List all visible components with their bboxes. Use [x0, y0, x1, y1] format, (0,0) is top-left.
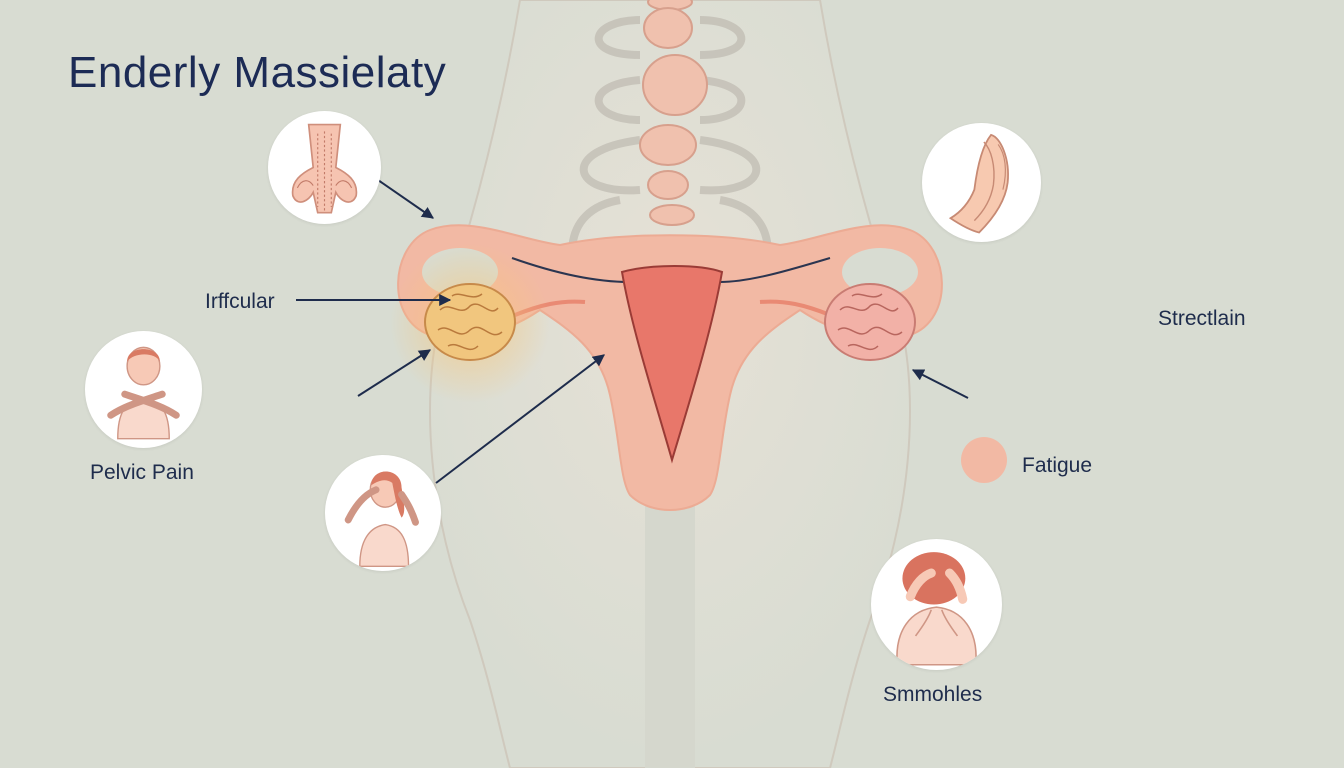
right-ovary: [824, 283, 916, 361]
fatigue-dot: [961, 437, 1007, 483]
spine-vertebrae: [639, 0, 708, 226]
head-in-hands-icon: [871, 539, 1002, 670]
praying-hands-icon: [922, 123, 1041, 242]
label-strectlain: Strectlain: [1158, 307, 1246, 330]
arrow-up-left: [357, 349, 432, 397]
arrows: [296, 179, 969, 484]
label-fatigue: Fatigue: [1022, 454, 1093, 477]
pelvic-anatomy-icon: [268, 111, 381, 224]
arrow-to-left-tube: [377, 179, 434, 219]
diagram-title: Enderly Massielaty: [68, 48, 447, 97]
woman-touching-head-icon: [325, 455, 441, 571]
label-irffcular: Irffcular: [205, 290, 275, 313]
woman-chest-pain-icon: [85, 331, 202, 448]
uterine-cavity: [620, 265, 724, 464]
left-ovary: [424, 283, 516, 361]
arrow-to-right-ovary: [911, 369, 969, 399]
label-pelvic-pain: Pelvic Pain: [90, 461, 194, 484]
label-smmohles: Smmohles: [883, 683, 983, 706]
leg-gap: [645, 500, 695, 768]
right-ovarian-ligament: [759, 299, 831, 317]
arrow-to-uterus: [435, 354, 605, 484]
